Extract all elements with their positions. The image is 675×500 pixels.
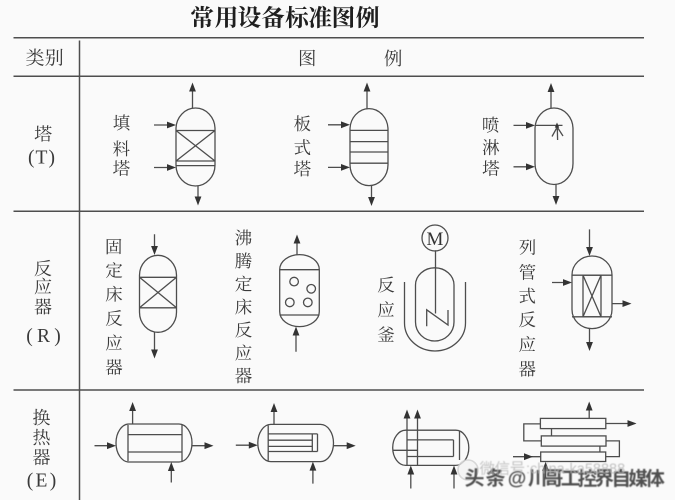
- svg-text:E: E: [36, 471, 48, 492]
- svg-text:(: (: [26, 326, 33, 347]
- svg-text:R: R: [37, 326, 50, 347]
- svg-text:T: T: [36, 148, 48, 169]
- svg-text:): ): [50, 471, 57, 492]
- svg-text:(: (: [28, 148, 35, 169]
- svg-text:@: @: [508, 469, 527, 490]
- svg-text::china-ka58888: :china-ka58888: [526, 462, 625, 478]
- svg-text:): ): [49, 148, 56, 169]
- svg-text:M: M: [427, 229, 444, 250]
- svg-text:(: (: [27, 471, 34, 492]
- svg-text:): ): [54, 326, 61, 347]
